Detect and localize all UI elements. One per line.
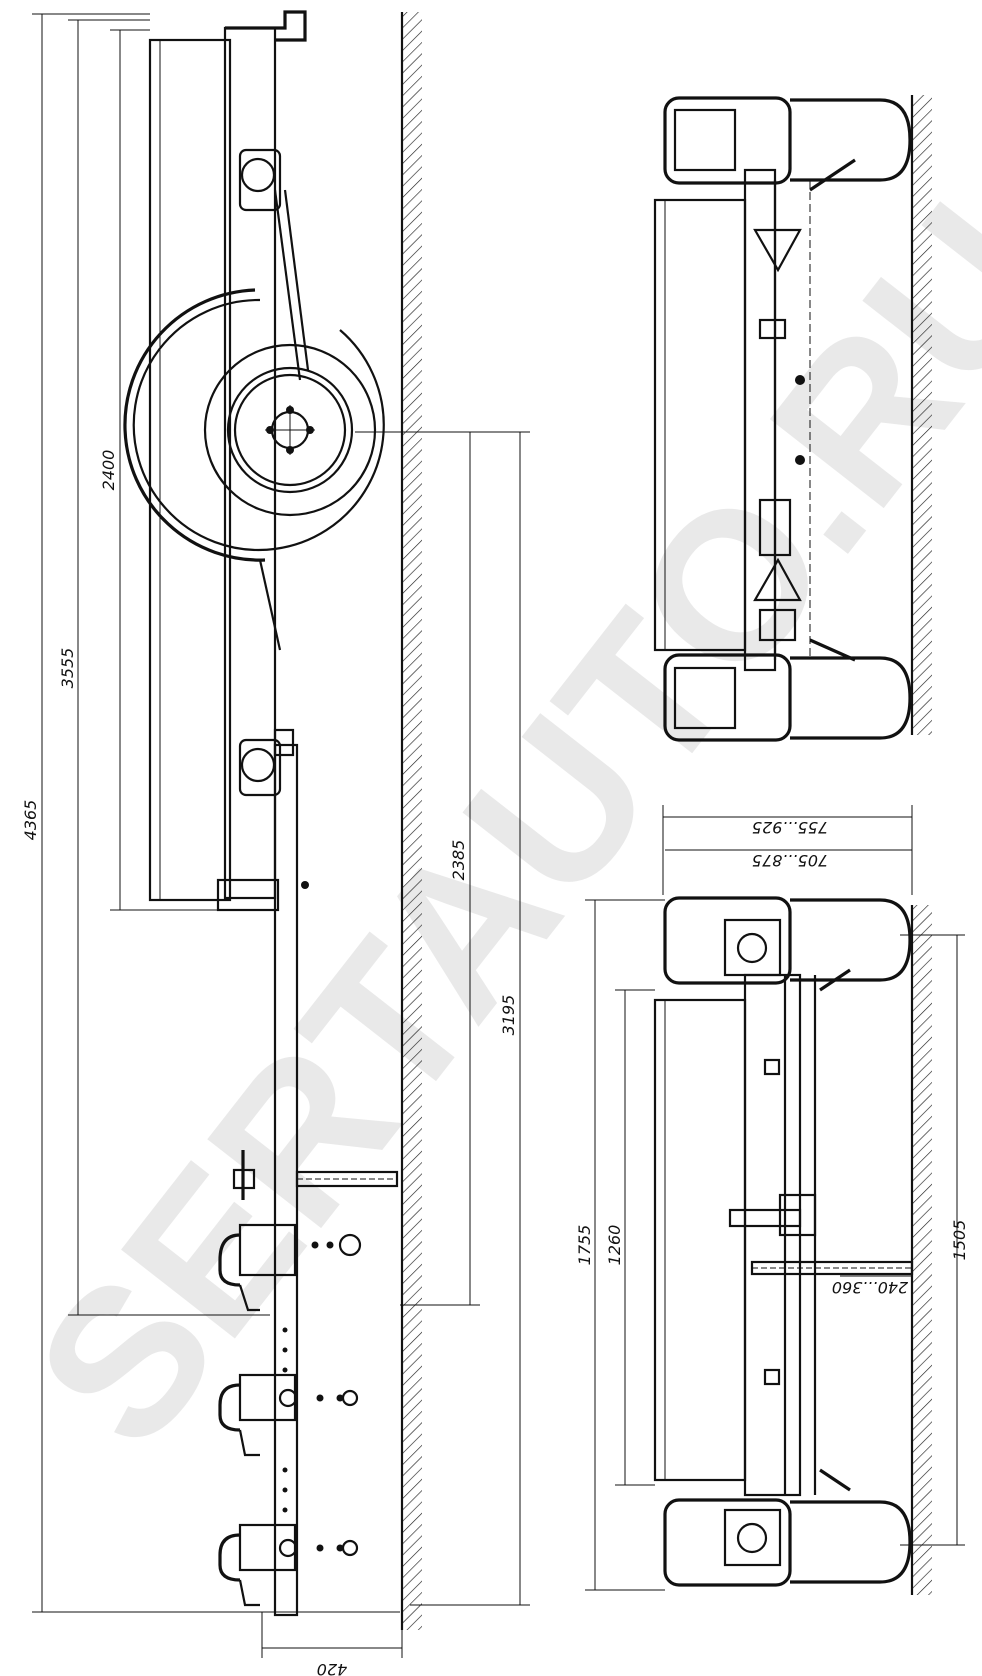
dim-top-width-a: 755...925 bbox=[752, 818, 828, 837]
wall-top-right bbox=[910, 95, 932, 735]
hook-2 bbox=[218, 1373, 359, 1457]
dim-frame-length: 3555 bbox=[58, 648, 77, 689]
dim-overall-height: 4365 bbox=[21, 800, 40, 841]
dim-wheel-to-bottom: 3195 bbox=[499, 995, 518, 1036]
wall-left bbox=[400, 12, 422, 1630]
wheel bbox=[123, 288, 385, 562]
bottom-view: 755...925 705...875 1755 1260 1505 240..… bbox=[575, 805, 969, 1595]
dim-upper-length: 2400 bbox=[99, 450, 118, 491]
dim-base-width: 420 bbox=[317, 1660, 348, 1676]
hook-1 bbox=[218, 1223, 362, 1312]
side-view: 4365 3555 2400 2385 3195 420 bbox=[21, 10, 530, 1676]
hook-3 bbox=[218, 1523, 359, 1607]
upper-frame bbox=[148, 10, 310, 912]
top-view bbox=[653, 95, 932, 742]
dim-side-height-a: 1755 bbox=[575, 1225, 594, 1266]
wall-bottom-right bbox=[910, 905, 932, 1595]
dim-stem-offset: 240...360 bbox=[832, 1278, 908, 1297]
lower-rail bbox=[218, 728, 399, 1617]
dim-wheel-to-lower: 2385 bbox=[449, 840, 468, 881]
dim-side-height-b: 1260 bbox=[605, 1225, 624, 1266]
dimension-lines-left bbox=[32, 13, 530, 1658]
dimension-lines-bottom-view bbox=[585, 805, 965, 1591]
dim-top-width-b: 705...875 bbox=[752, 851, 828, 870]
dim-side-height-c: 1505 bbox=[950, 1220, 969, 1261]
